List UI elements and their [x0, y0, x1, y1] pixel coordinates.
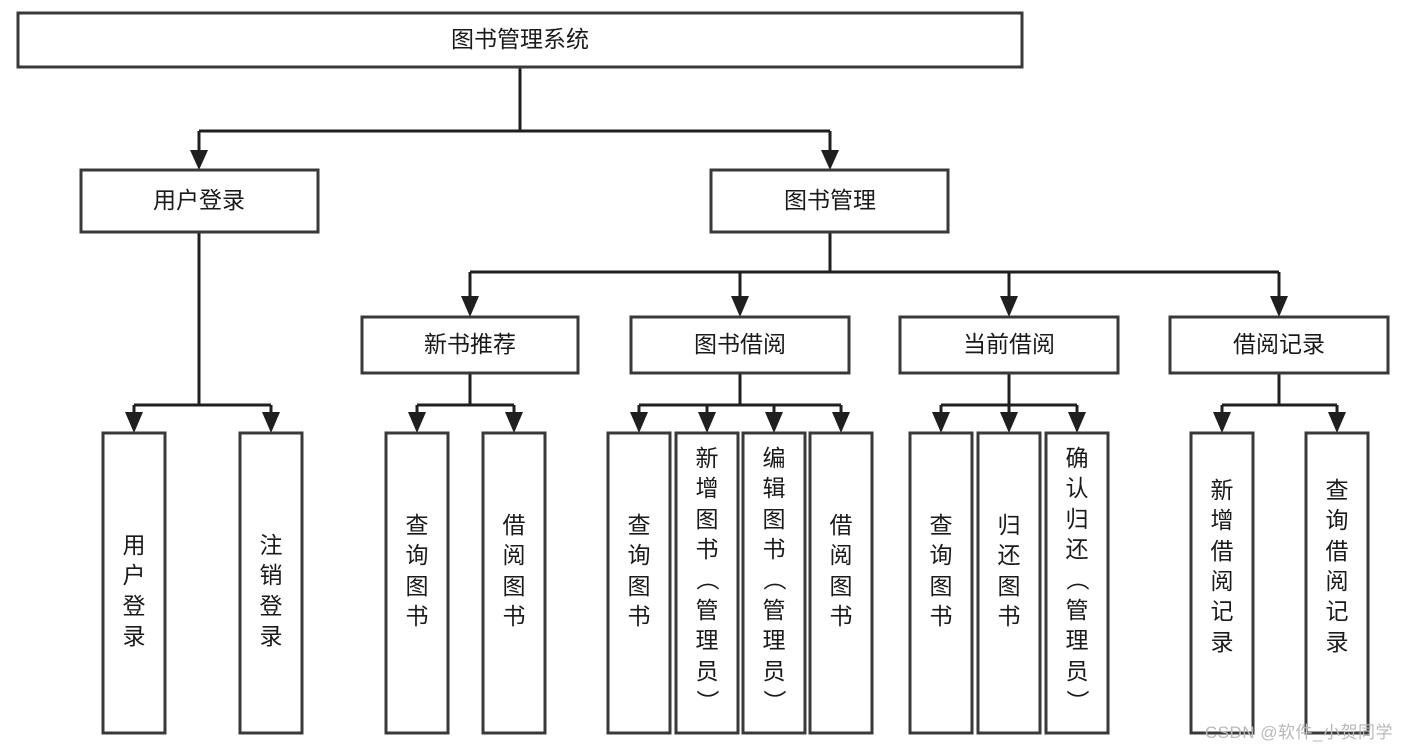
arrow-head-leaf-userlogin-2 — [262, 412, 280, 433]
arrow-head-leaf-current-1 — [932, 412, 950, 433]
arrow-head-leaf-borrow-4 — [832, 412, 850, 433]
node-leaf-borrow-book-new[interactable] — [481, 431, 547, 735]
node-leaf-return-book[interactable] — [976, 431, 1042, 735]
node-leaf-add-book-admin[interactable] — [674, 431, 740, 735]
horizontal-label-group: 图书管理系统 用户登录 图书管理 新书推荐 图书借阅 当前借阅 借阅记录 — [153, 26, 1325, 357]
arrow-head-leaf-current-3 — [1068, 412, 1086, 433]
arrow-head-leaf-borrow-1 — [630, 412, 648, 433]
node-leaf-user-login[interactable] — [101, 431, 167, 735]
label-new-book-recommendation: 新书推荐 — [424, 331, 516, 357]
arrow-head-borrowbook — [731, 296, 749, 317]
arrow-head-newbook — [461, 296, 479, 317]
arrow-head-userlogin — [190, 150, 208, 170]
node-leaf-confirm-return-admin[interactable] — [1044, 431, 1110, 735]
node-leaf-query-book-borrow[interactable] — [606, 431, 672, 735]
arrow-head-leaf-current-2 — [1000, 412, 1018, 433]
arrow-head-leaf-record-2 — [1328, 412, 1346, 433]
node-leaf-query-borrow-record[interactable] — [1304, 431, 1370, 735]
arrow-head-leaf-userlogin-1 — [125, 412, 143, 433]
node-current-borrowing[interactable] — [898, 315, 1120, 375]
node-leaf-logout[interactable] — [238, 431, 304, 735]
node-leaf-query-book-new[interactable] — [384, 431, 450, 735]
label-user-login: 用户登录 — [153, 187, 245, 213]
node-root-book-management-system[interactable] — [16, 11, 1024, 69]
connector-group — [125, 67, 1346, 433]
node-borrowing-record[interactable] — [1168, 315, 1390, 375]
node-leaf-borrow-book[interactable] — [808, 431, 874, 735]
node-leaf-query-book-current[interactable] — [908, 431, 974, 735]
arrow-head-leaf-newbook-1 — [408, 412, 426, 433]
label-book-borrowing: 图书借阅 — [694, 331, 786, 357]
arrow-head-leaf-newbook-2 — [505, 412, 523, 433]
arrow-head-currentborrow — [1000, 296, 1018, 317]
arrow-head-bookmgmt — [821, 150, 839, 170]
label-root: 图书管理系统 — [451, 26, 589, 52]
watermark-text: CSDN @软件_小贺同学 — [1204, 723, 1393, 742]
label-current-borrowing: 当前借阅 — [963, 331, 1055, 357]
arrow-head-leaf-borrow-2 — [698, 412, 716, 433]
node-user-login[interactable] — [79, 168, 320, 234]
node-box-group — [16, 11, 1390, 735]
node-new-book-recommendation[interactable] — [360, 315, 580, 375]
node-leaf-add-borrow-record[interactable] — [1189, 431, 1255, 735]
node-leaf-edit-book-admin[interactable] — [741, 431, 807, 735]
node-book-management[interactable] — [709, 168, 950, 234]
arrow-head-leaf-record-1 — [1213, 412, 1231, 433]
node-book-borrowing[interactable] — [629, 315, 851, 375]
arrow-head-leaf-borrow-3 — [765, 412, 783, 433]
label-book-management: 图书管理 — [784, 187, 876, 213]
label-borrowing-record: 借阅记录 — [1233, 331, 1325, 357]
arrow-head-borrowrecord — [1270, 296, 1288, 317]
